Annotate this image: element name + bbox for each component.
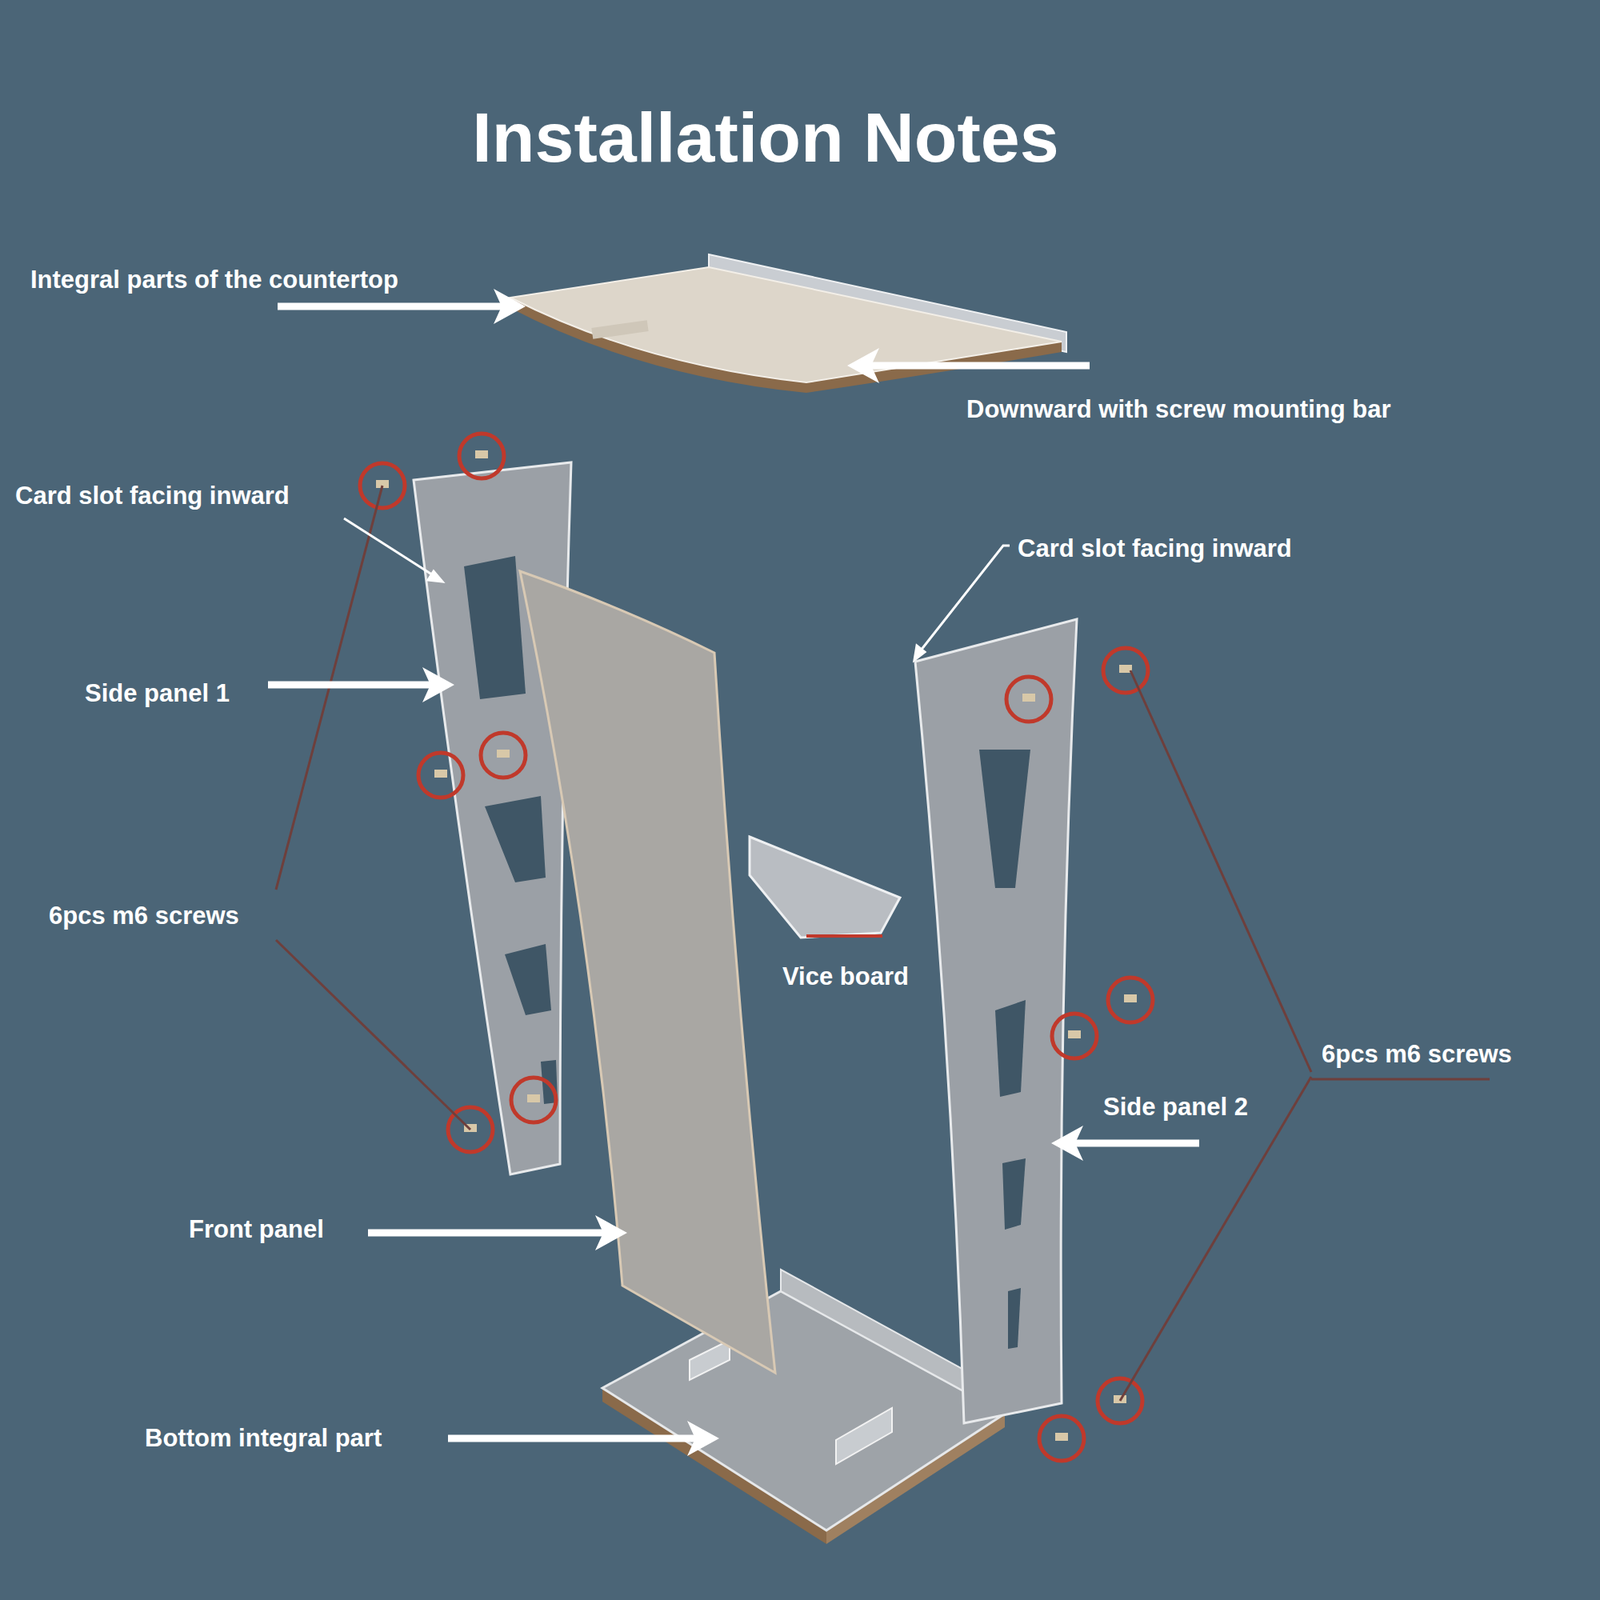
part-label: Card slot facing inward: [15, 481, 290, 511]
part-label: Front panel: [188, 1215, 324, 1244]
part-label: Card slot facing inward: [1017, 534, 1292, 564]
front-panel: [520, 571, 776, 1373]
part-label: Vice board: [782, 962, 909, 992]
part-label: Side panel 1: [84, 679, 230, 708]
screw-markers: [360, 433, 1153, 1461]
screw: [376, 450, 1137, 1441]
part-label: 6pcs m6 screws: [48, 901, 240, 931]
countertop: [510, 254, 1067, 393]
bottom-base: [602, 1269, 1005, 1544]
leader-line: [344, 518, 1010, 660]
side-panel-1: [413, 462, 572, 1175]
leader-line: [276, 485, 1490, 1401]
vice-board: [749, 836, 900, 938]
side-panel-2: [915, 619, 1077, 1424]
part-label: Bottom integral part: [144, 1424, 382, 1453]
title: Installation Notes: [325, 97, 1206, 178]
part-label: Downward with screw mounting bar: [966, 395, 1391, 424]
part-label: Side panel 2: [1103, 1092, 1248, 1122]
part-label: 6pcs m6 screws: [1321, 1040, 1512, 1069]
part-label: Integral parts of the countertop: [30, 265, 399, 295]
pointer-arrow: [268, 288, 1200, 1456]
